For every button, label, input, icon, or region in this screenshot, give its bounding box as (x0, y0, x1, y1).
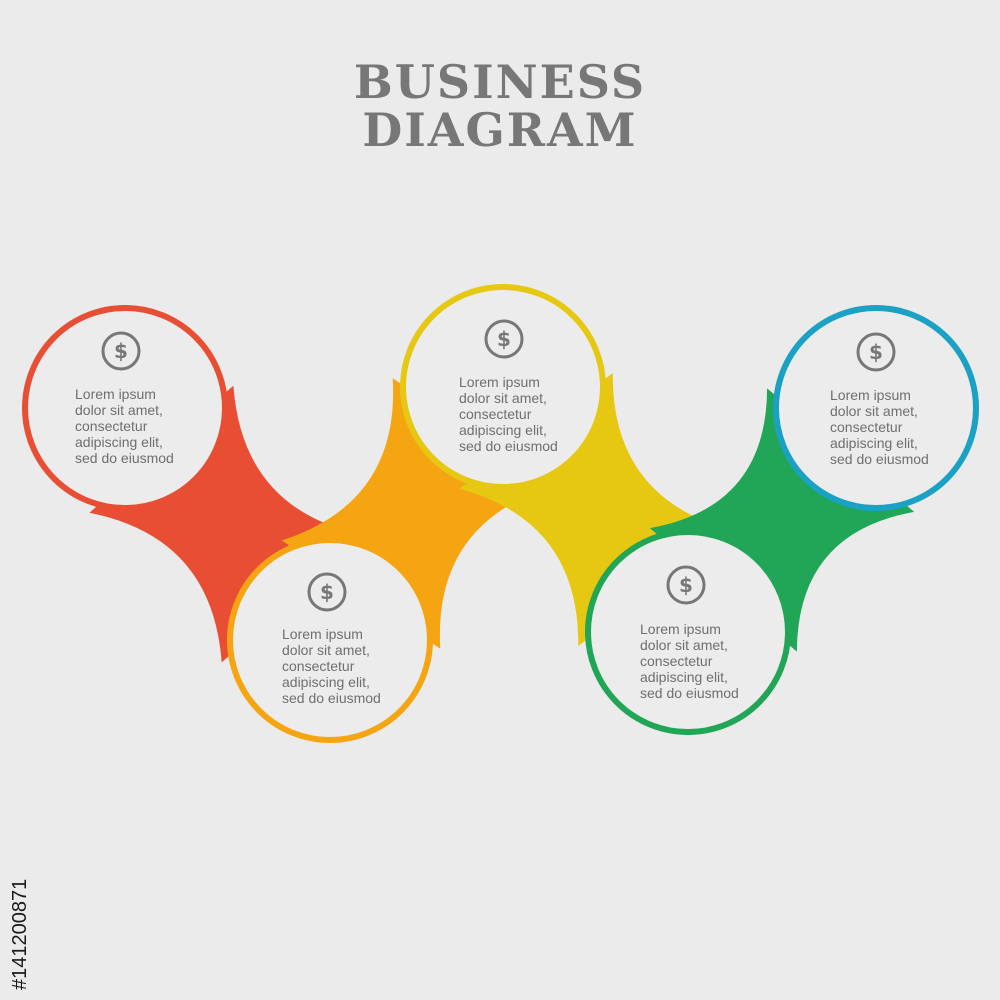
circles (22, 284, 979, 743)
dollar-icon: $ (307, 572, 347, 612)
svg-text:$: $ (679, 573, 693, 597)
dollar-icon: $ (101, 331, 141, 371)
svg-text:$: $ (320, 580, 334, 604)
title-line-2: DIAGRAM (362, 103, 638, 157)
node-2-circle (227, 537, 433, 743)
svg-text:$: $ (497, 327, 511, 351)
dollar-icon: $ (484, 319, 524, 359)
node-3-text: Lorem ipsum dolor sit amet, consectetur … (459, 374, 558, 454)
title-line-1: BUSINESS (353, 55, 647, 109)
node-2-text: Lorem ipsum dolor sit amet, consectetur … (282, 626, 381, 706)
stock-id-text: #141200871 (9, 878, 31, 990)
node-5-text: Lorem ipsum dolor sit amet, consectetur … (830, 387, 929, 467)
node-5-circle (773, 305, 979, 511)
dollar-icon: $ (856, 332, 896, 372)
stock-id-label: #141200871 (8, 770, 32, 990)
node-1-circle (22, 305, 228, 511)
node-3-circle (400, 284, 606, 490)
icons: $ $ $ $ $ (101, 319, 896, 612)
node-1-text: Lorem ipsum dolor sit amet, consectetur … (75, 386, 174, 466)
connector-4 (649, 388, 915, 652)
svg-text:$: $ (114, 339, 128, 363)
node-4-circle (585, 529, 791, 735)
dollar-icon: $ (666, 565, 706, 605)
node-4-text: Lorem ipsum dolor sit amet, consectetur … (640, 621, 739, 701)
svg-text:$: $ (869, 340, 883, 364)
page-title: BUSINESS DIAGRAM (0, 58, 1000, 154)
